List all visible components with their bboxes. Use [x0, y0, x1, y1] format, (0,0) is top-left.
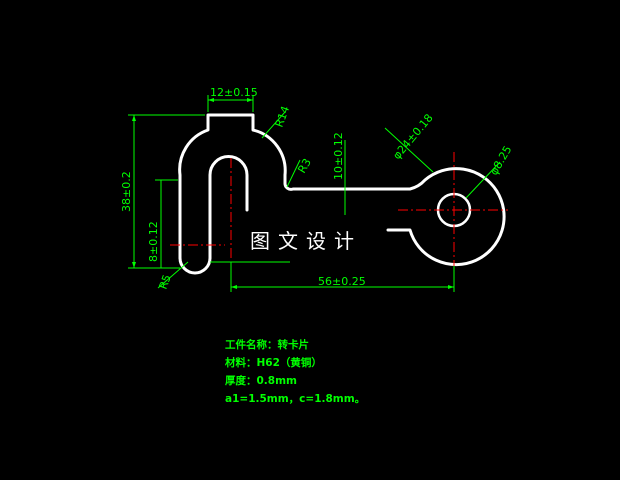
dim-hole-outer: φ24±0.18	[390, 111, 435, 161]
note-clearance: a1=1.5mm，c=1.8mm。	[225, 393, 365, 405]
note-material: 材料：H62（黄铜）	[224, 356, 322, 369]
dim-length: 56±0.25	[318, 275, 366, 288]
note-thickness: 厚度：0.8mm	[225, 374, 297, 387]
note-part-name: 工件名称：转卡片	[225, 338, 309, 351]
bottom-end	[178, 256, 212, 275]
dim-vertical-offset: 10±0.12	[332, 132, 345, 180]
dim-total-height: 38±0.2	[120, 171, 133, 212]
centerlines	[170, 152, 508, 266]
watermark-backdrop	[244, 224, 384, 258]
dim-hole-inner: φ8.25	[487, 144, 514, 178]
dim-slot-height: 8±0.12	[147, 221, 160, 262]
watermark: 图文设计	[250, 229, 362, 253]
arrowheads	[132, 98, 454, 289]
outer-profile	[178, 113, 506, 267]
inner-slot	[208, 155, 249, 260]
dim-radius-bottom: R5	[157, 273, 174, 291]
dim-radius-mid: R3	[295, 156, 314, 175]
dim-radius-top: R14	[273, 104, 293, 129]
part-outline	[178, 113, 506, 275]
dim-width-top: 12±0.15	[210, 86, 258, 99]
